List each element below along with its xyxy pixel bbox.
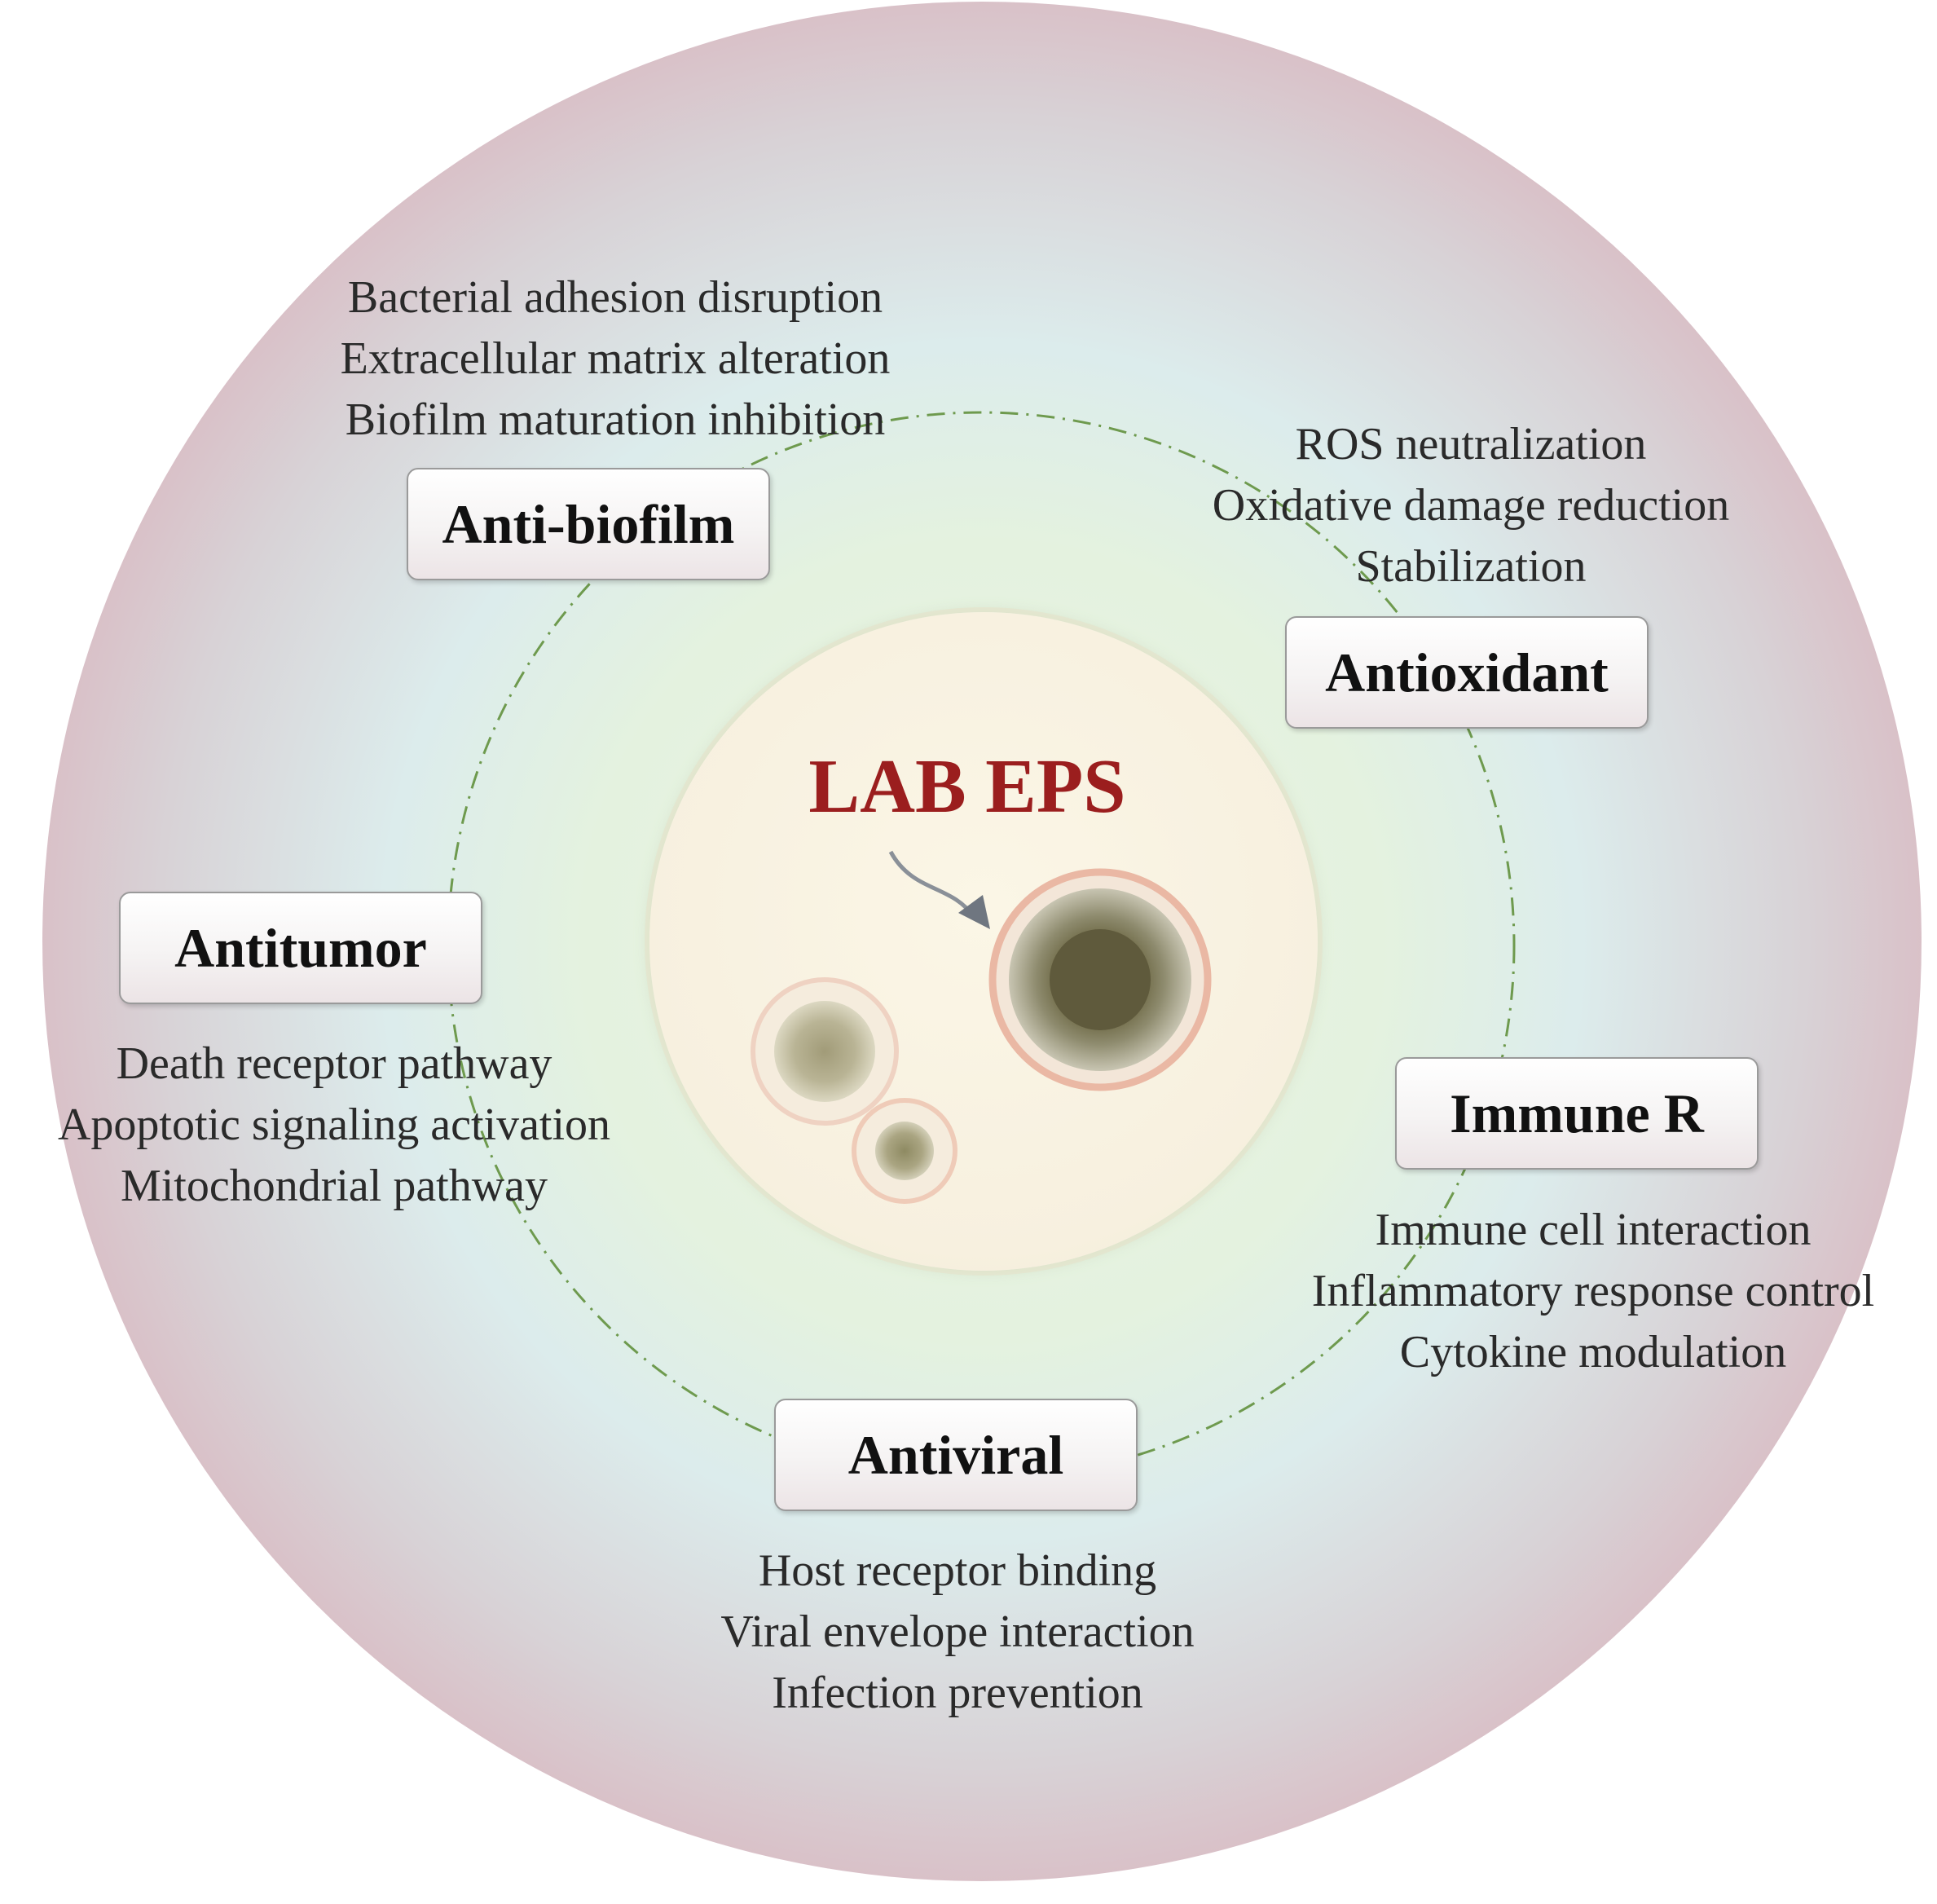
antibiofilm-label: Anti-biofilm <box>442 492 735 555</box>
antitumor-label-box: Antitumor <box>119 892 482 1004</box>
immune-label-box: Immune R <box>1395 1057 1759 1170</box>
antioxidant-item: ROS neutralization <box>1295 419 1647 469</box>
antibiofilm-item: Extracellular matrix alteration <box>340 333 891 384</box>
antitumor-item: Mitochondrial pathway <box>120 1161 548 1211</box>
antitumor-description: Death receptor pathway Apoptotic signali… <box>8 1034 660 1217</box>
antiviral-item: Infection prevention <box>772 1668 1143 1718</box>
antiviral-description: Host receptor binding Viral envelope int… <box>632 1540 1283 1724</box>
antiviral-label-box: Antiviral <box>774 1399 1138 1511</box>
immune-item: Cytokine modulation <box>1399 1327 1787 1377</box>
antioxidant-label: Antioxidant <box>1325 641 1609 703</box>
immune-description: Immune cell interaction Inflammatory res… <box>1267 1200 1919 1383</box>
antioxidant-description: ROS neutralization Oxidative damage redu… <box>1145 414 1797 597</box>
antibiofilm-description: Bacterial adhesion disruption Extracellu… <box>289 267 941 451</box>
antioxidant-item: Stabilization <box>1355 541 1587 592</box>
antiviral-item: Viral envelope interaction <box>720 1606 1195 1657</box>
antibiofilm-label-box: Anti-biofilm <box>407 468 770 580</box>
immune-item: Immune cell interaction <box>1375 1205 1812 1255</box>
antiviral-label: Antiviral <box>847 1423 1064 1486</box>
antitumor-label: Antitumor <box>174 916 427 979</box>
immune-label: Immune R <box>1450 1082 1704 1144</box>
antibiofilm-item: Biofilm maturation inhibition <box>345 394 886 445</box>
antioxidant-item: Oxidative damage reduction <box>1212 480 1730 531</box>
antiviral-item: Host receptor binding <box>758 1545 1157 1596</box>
antitumor-item: Death receptor pathway <box>116 1038 552 1089</box>
center-disc <box>649 612 1318 1271</box>
antitumor-item: Apoptotic signaling activation <box>57 1100 611 1150</box>
antioxidant-label-box: Antioxidant <box>1285 616 1649 729</box>
immune-item: Inflammatory response control <box>1311 1266 1875 1316</box>
center-title: LAB EPS <box>808 744 1126 829</box>
antibiofilm-item: Bacterial adhesion disruption <box>347 272 883 323</box>
